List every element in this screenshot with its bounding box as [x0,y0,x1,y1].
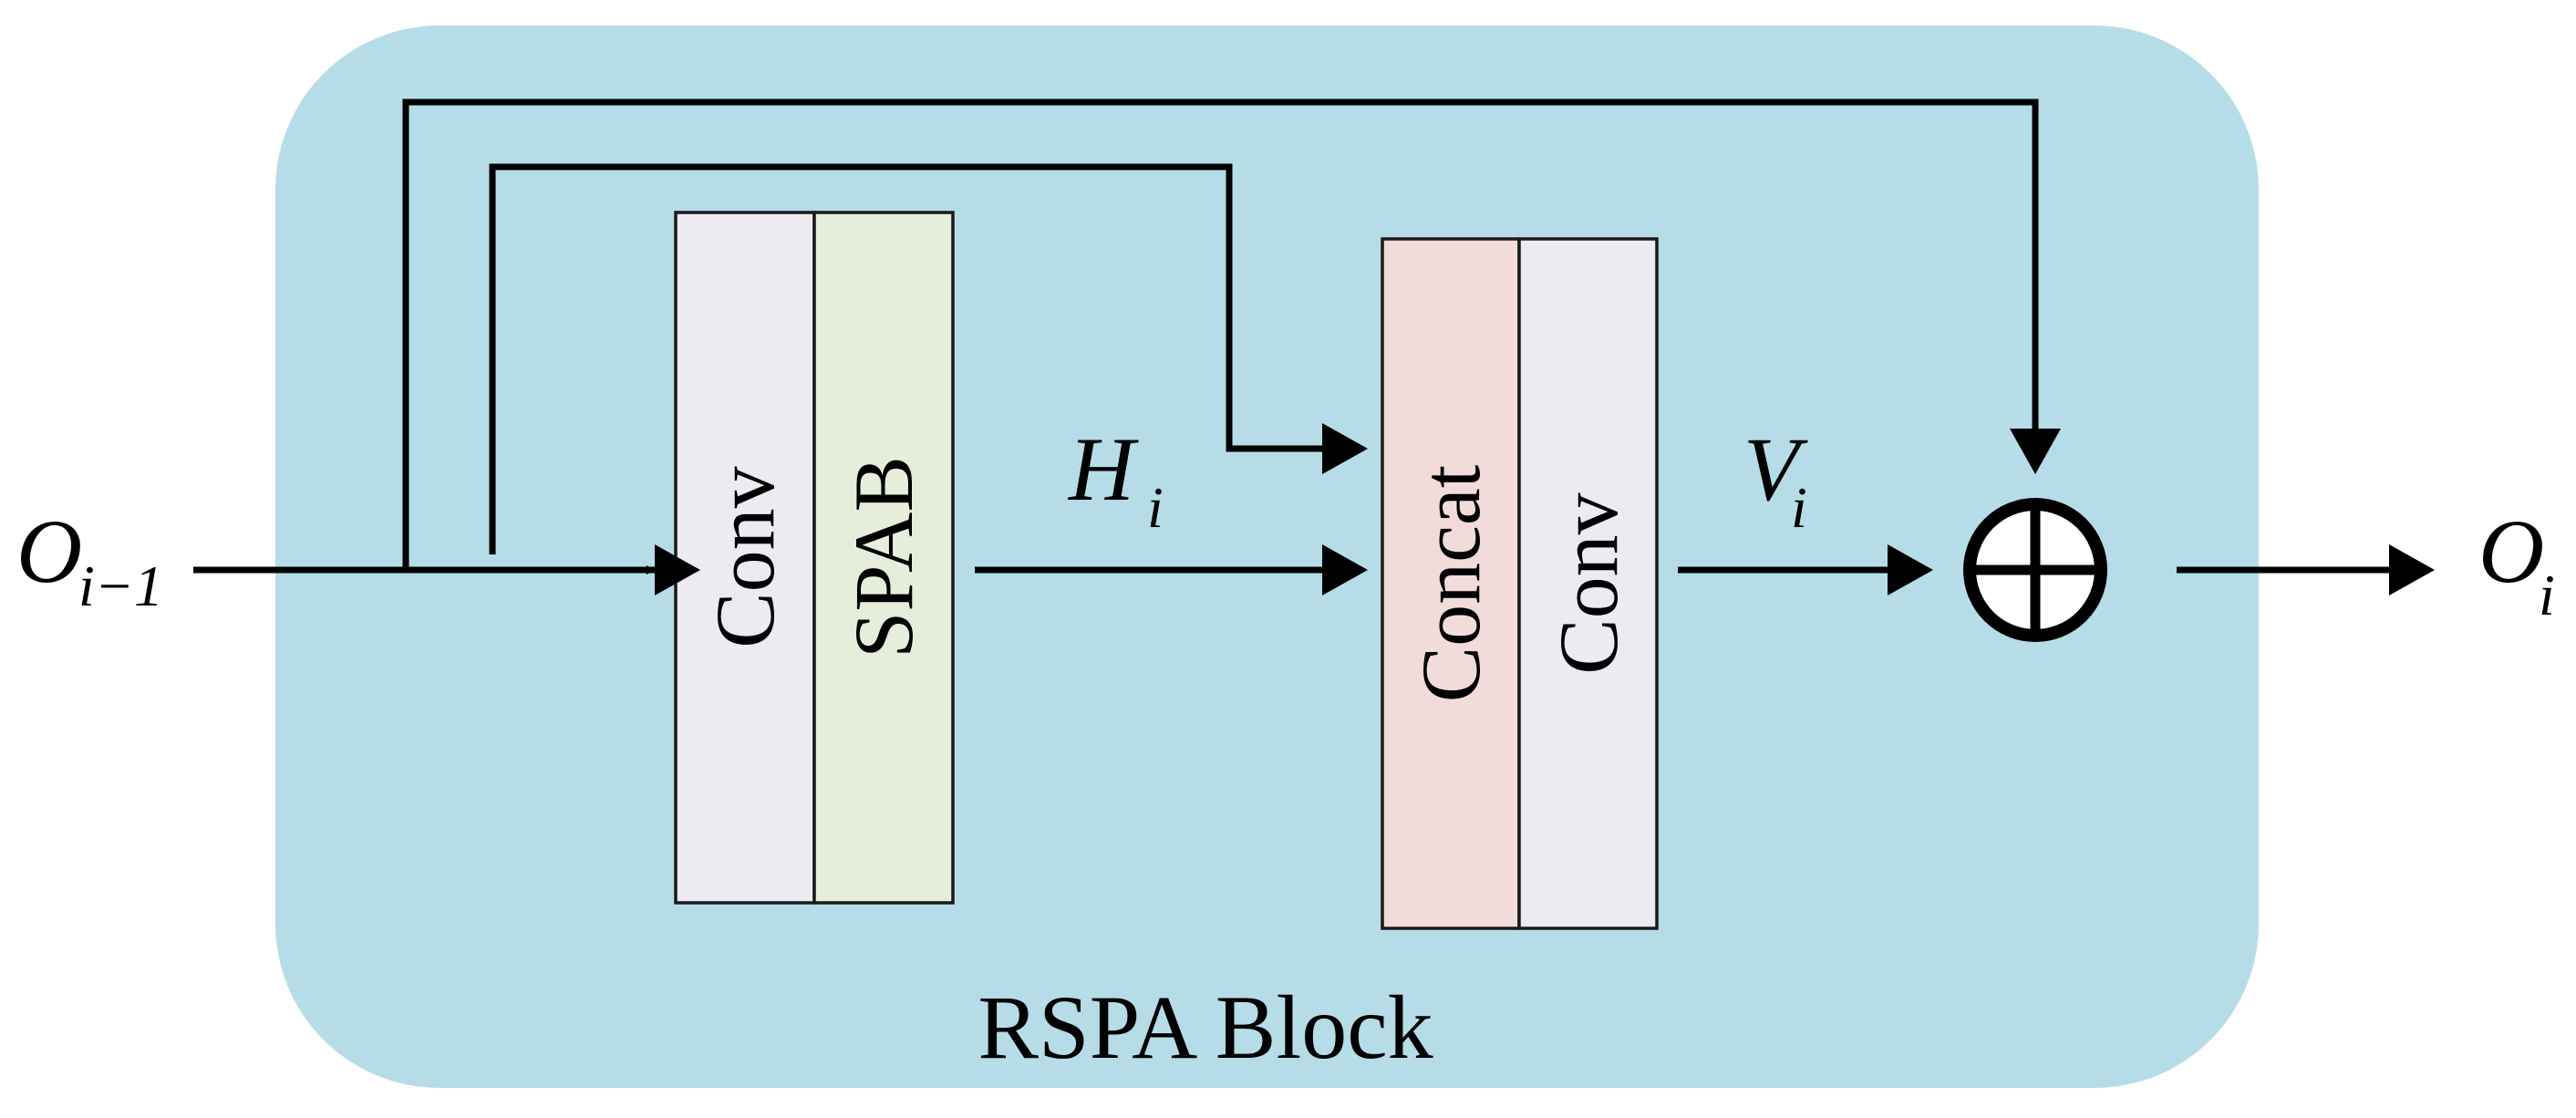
inner-skip-arrowhead [1322,423,1368,474]
h-arrowhead [1322,544,1368,595]
inner-skip-connection [489,163,1324,554]
input-arrowhead [655,544,700,595]
input-subscript: i−1 [78,554,163,618]
h-symbol: H [1067,419,1139,520]
stage1-spab-label: SPAB [837,456,930,658]
output-label: O i [2478,501,2555,627]
h-feature-label: H i [1067,419,1164,540]
h-subscript: i [1147,475,1164,540]
stage2-group: Concat Conv [1381,237,1659,930]
v-feature-label: V i [1743,419,1808,540]
output-arrowhead [2389,544,2435,595]
v-symbol: V [1743,419,1808,520]
input-label: O i−1 [16,501,163,618]
block-background [275,26,2259,1088]
stage1-conv-box [674,211,816,905]
circled-plus-icon [1963,498,2107,642]
stage2-conv-label: Conv [1542,492,1635,674]
stage1-spab-box [812,211,955,905]
stage1-conv-label: Conv [698,466,791,647]
outer-skip-arrowhead [2010,429,2061,474]
outer-skip-connection [402,98,2039,570]
stage2-concat-label: Concat [1404,464,1497,702]
connections [193,98,2435,595]
output-subscript: i [2539,563,2555,627]
v-subscript: i [1791,475,1807,540]
stage1-group: Conv SPAB [674,211,955,905]
input-symbol: O [16,501,82,602]
stage2-concat-box [1381,237,1521,930]
output-symbol: O [2478,501,2544,602]
v-arrowhead [1888,544,1933,595]
stage2-conv-box [1517,237,1659,930]
block-title: RSPA Block [978,977,1433,1078]
